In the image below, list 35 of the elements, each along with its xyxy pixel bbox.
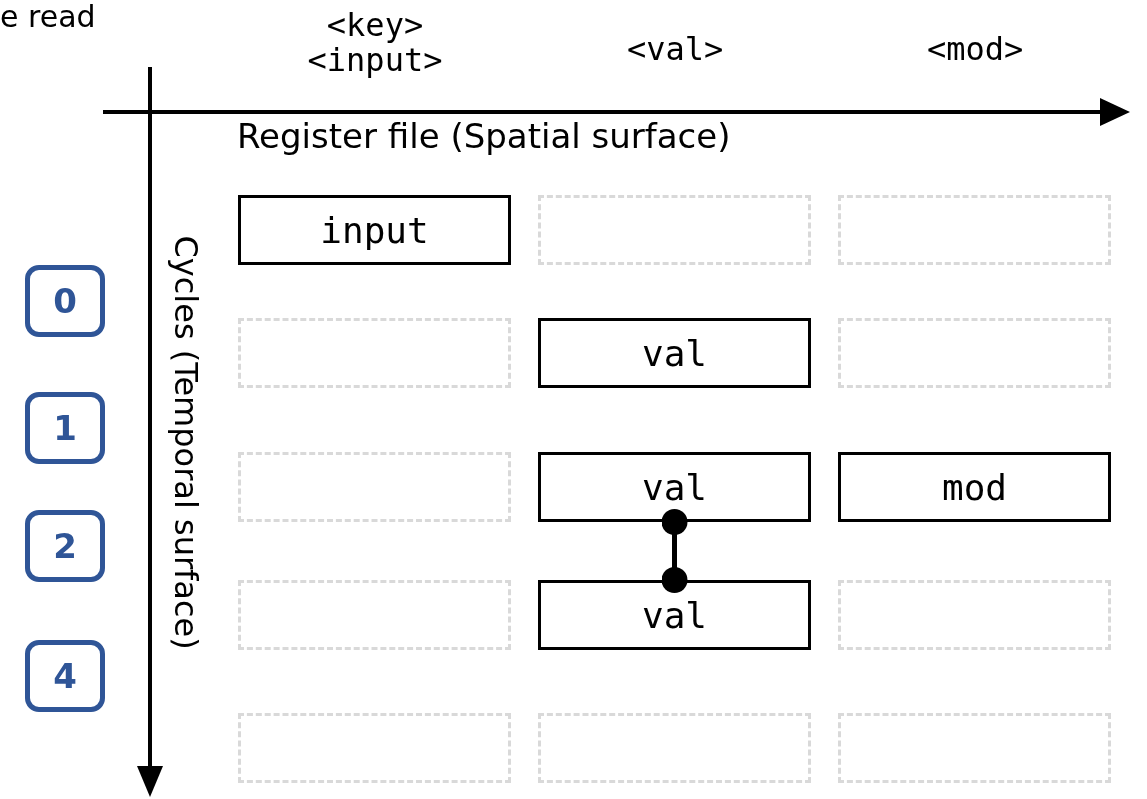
register-box [538,452,811,522]
register-name: val [642,332,707,374]
register-box [538,318,811,388]
note-text: e read [0,0,96,33]
cycle-box [25,265,105,337]
empty-register-slot [538,713,811,783]
column-header: <key> <input> [306,8,444,79]
register-box [838,452,1111,522]
cycle-box [25,392,105,464]
empty-register-slot [838,713,1111,783]
register-box [238,195,511,265]
empty-register-slot [238,580,511,650]
empty-register-slot [838,580,1111,650]
empty-register-slot [838,318,1111,388]
empty-register-slot [238,318,511,388]
register-name: input [320,209,429,251]
cycle-box [25,640,105,712]
register-name: mod [942,466,1007,508]
cycle-box [25,510,105,582]
cycle-number: 4 [53,656,77,696]
cycle-number: 1 [53,408,77,448]
register-name: val [642,466,707,508]
empty-register-slot [538,195,811,265]
empty-register-slot [238,713,511,783]
axis-title: Register file (Spatial surface) [237,118,731,156]
cycle-number: 0 [53,281,77,321]
empty-register-slot [838,195,1111,265]
register-box [538,580,811,650]
cycle-number: 2 [53,526,77,566]
connector [661,509,688,593]
empty-register-slot [238,452,511,522]
column-header: <mod> [927,32,1024,68]
column-header: <val> [627,32,724,68]
register-name: val [642,594,707,636]
axis-title: Cycles (Temporal surface) [167,235,203,650]
